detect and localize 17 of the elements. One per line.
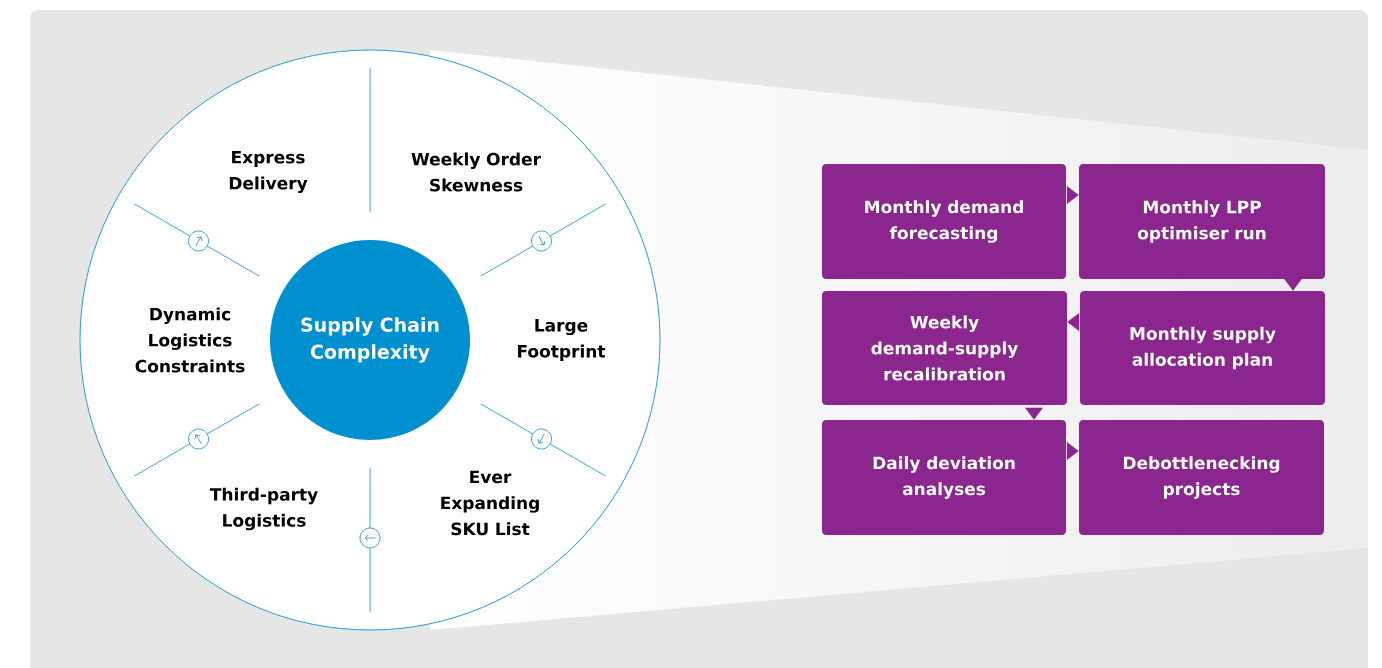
segment-label: Weekly Order Skewness (411, 152, 541, 192)
pointer-arrow (1284, 278, 1302, 291)
pointer-arrow (1067, 313, 1080, 331)
segment-label: Large Footprint (518, 319, 606, 361)
segment-label: Dynamic Logistics Constraints (135, 307, 245, 373)
process-box: Daily deviation analyses (822, 420, 1066, 535)
segment-label: Third-party Logistics (209, 487, 318, 531)
process-box: Monthly supply allocation plan (1080, 291, 1325, 405)
segment-label: Ever Expanding SKU List (441, 470, 539, 536)
pointer-arrow (1066, 442, 1079, 460)
process-box: Debottlenecking projects (1079, 420, 1324, 535)
segment-label: Express Delivery (229, 150, 308, 194)
pointer-arrow (1025, 405, 1043, 420)
process-box: Weekly demand-supply recalibration (822, 291, 1067, 405)
process-box: Monthly demand forecasting (822, 164, 1066, 279)
pointer-arrow (1066, 186, 1079, 204)
process-box: Monthly LPP optimiser run (1079, 164, 1325, 279)
